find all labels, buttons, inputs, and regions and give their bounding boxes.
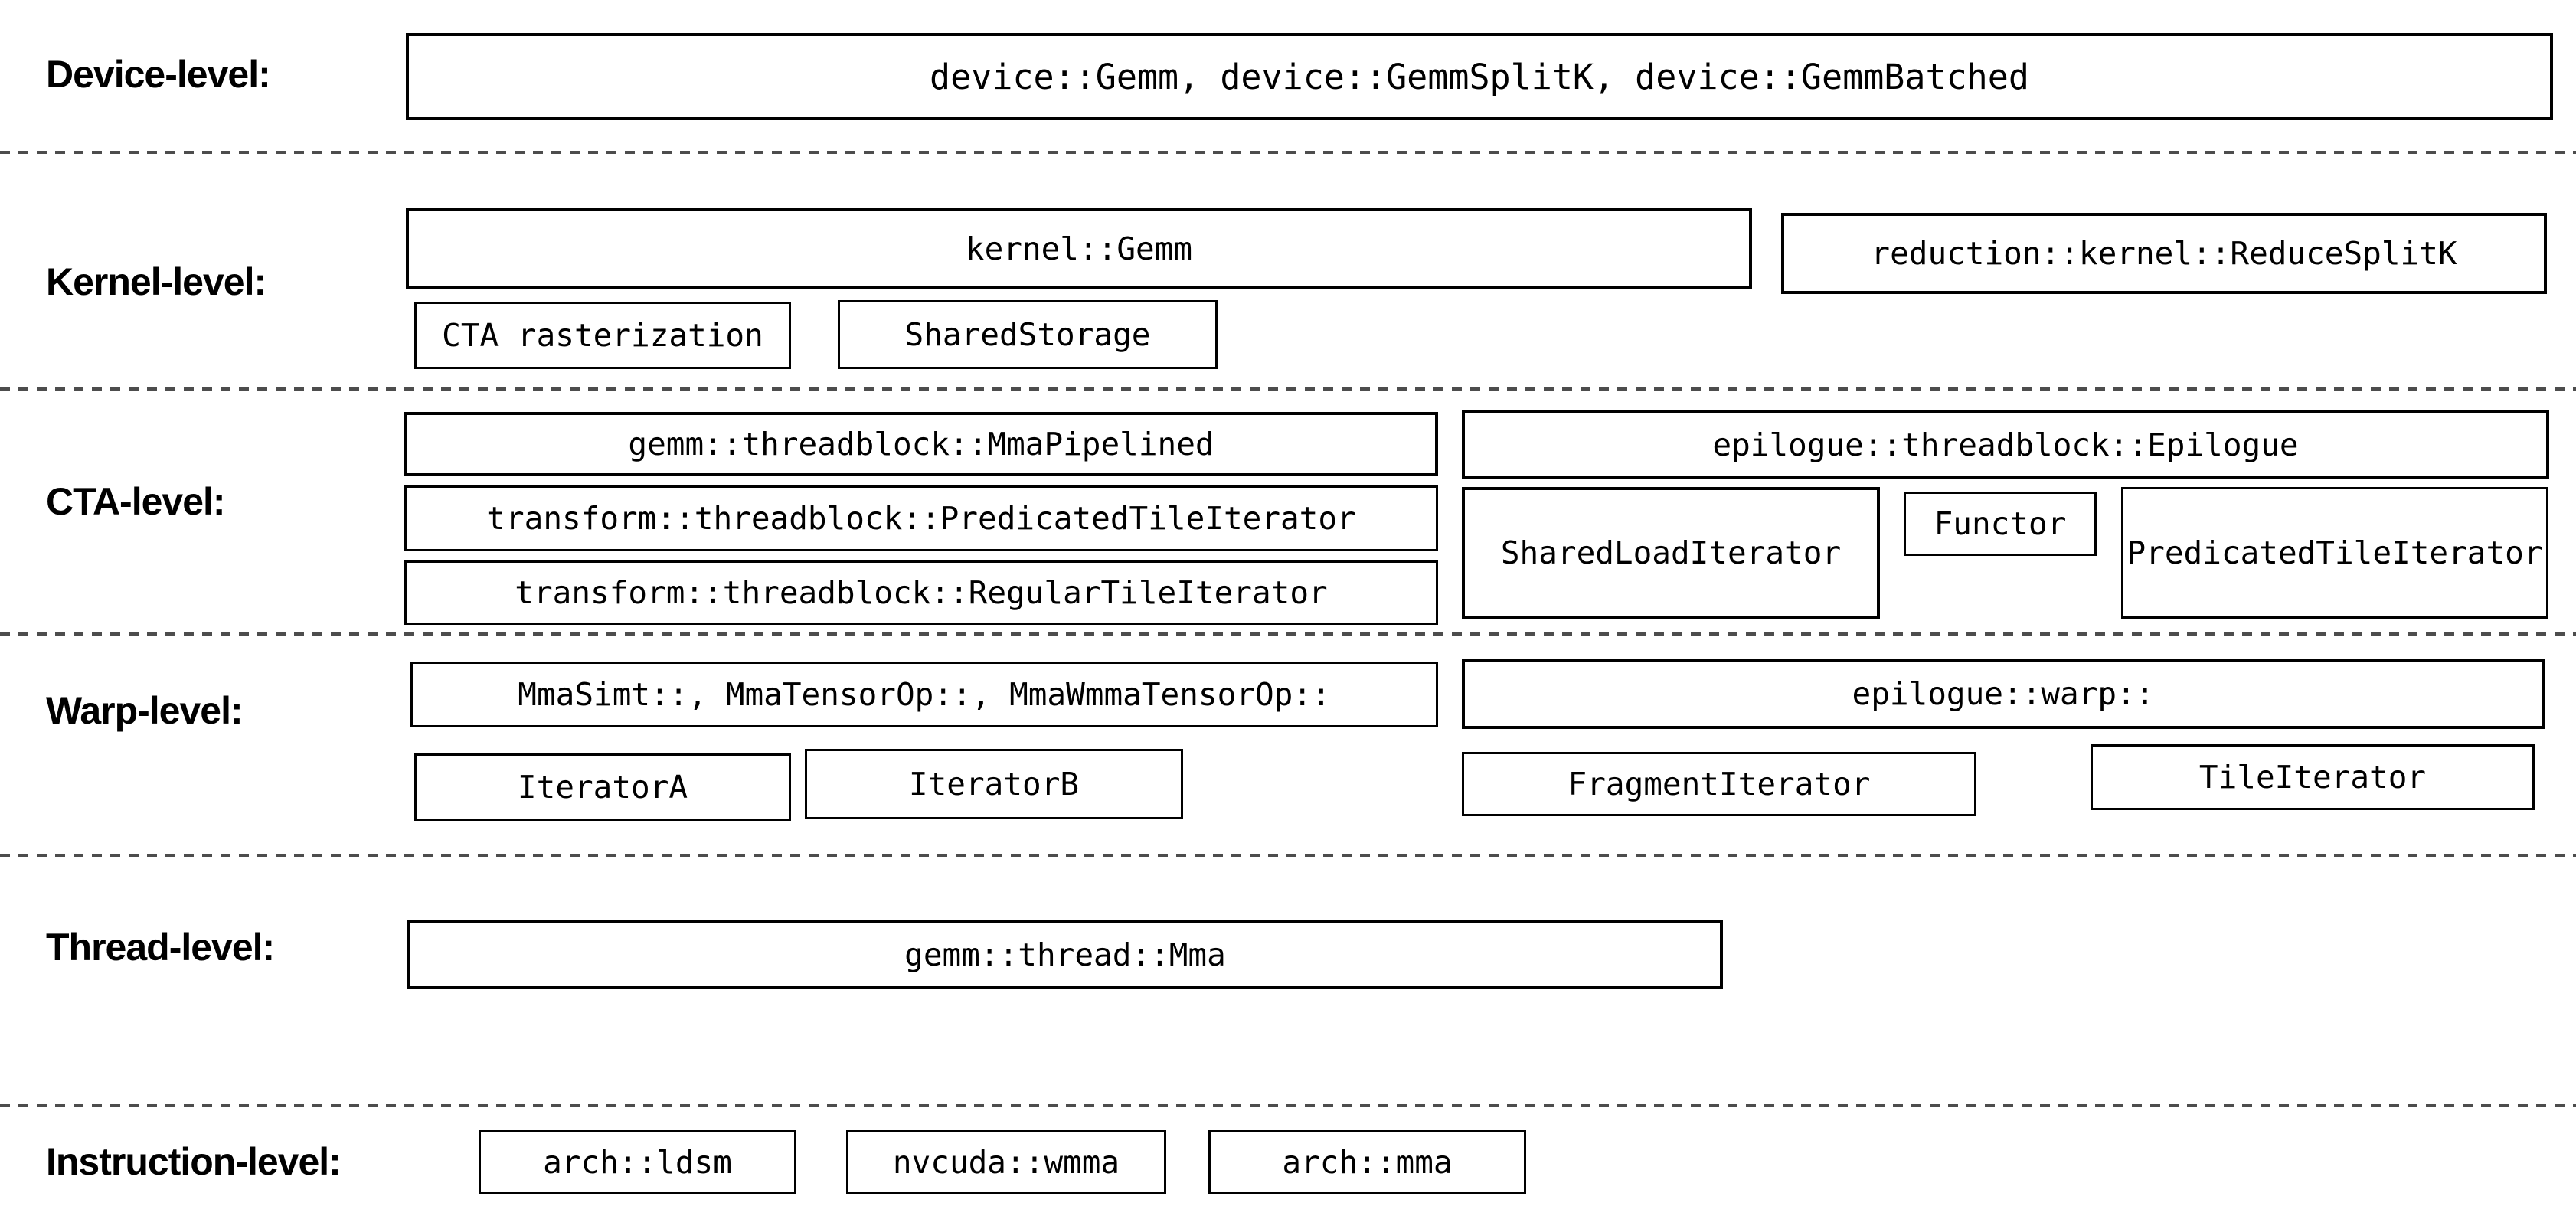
- box-warp-mma: MmaSimt::, MmaTensorOp::, MmaWmmaTensorO…: [410, 662, 1438, 727]
- level-label-warp: Warp-level:: [46, 689, 244, 732]
- level-separator-4: [0, 854, 2576, 857]
- box-cta-rasterization: CTA rasterization: [414, 302, 791, 369]
- box-epilogue-threadblock: epilogue::threadblock::Epilogue: [1462, 410, 2549, 479]
- box-iterator-a: IteratorA: [414, 753, 791, 821]
- box-iterator-b: IteratorB: [805, 749, 1183, 819]
- box-predicated-tile-iterator-epilogue: PredicatedTileIterator: [2121, 487, 2548, 619]
- box-functor: Functor: [1904, 492, 2097, 556]
- box-nvcuda-wmma: nvcuda::wmma: [846, 1130, 1166, 1194]
- level-separator-1: [0, 151, 2576, 154]
- box-epilogue-warp: epilogue::warp::: [1462, 659, 2545, 729]
- box-shared-storage: SharedStorage: [838, 300, 1218, 369]
- box-thread-mma: gemm::thread::Mma: [407, 920, 1723, 989]
- box-kernel-gemm: kernel::Gemm: [406, 208, 1752, 289]
- box-arch-ldsm: arch::ldsm: [479, 1130, 796, 1194]
- level-label-cta: CTA-level:: [46, 480, 226, 523]
- box-reduce-splitk: reduction::kernel::ReduceSplitK: [1781, 213, 2547, 294]
- box-arch-mma: arch::mma: [1208, 1130, 1526, 1194]
- level-label-instruction: Instruction-level:: [46, 1140, 342, 1183]
- box-device-gemm: device::Gemm, device::GemmSplitK, device…: [406, 33, 2553, 120]
- level-separator-2: [0, 387, 2576, 391]
- level-separator-5: [0, 1104, 2576, 1107]
- level-label-kernel: Kernel-level:: [46, 260, 266, 303]
- box-regular-tile-iterator: transform::threadblock::RegularTileItera…: [404, 560, 1438, 625]
- level-label-thread: Thread-level:: [46, 926, 275, 969]
- box-tile-iterator: TileIterator: [2091, 744, 2535, 810]
- level-separator-3: [0, 632, 2576, 636]
- box-fragment-iterator: FragmentIterator: [1462, 752, 1976, 816]
- box-mma-pipelined: gemm::threadblock::MmaPipelined: [404, 412, 1438, 476]
- box-predicated-tile-iterator-threadblock: transform::threadblock::PredicatedTileIt…: [404, 485, 1438, 551]
- level-label-device: Device-level:: [46, 53, 271, 96]
- box-shared-load-iterator: SharedLoadIterator: [1462, 487, 1880, 619]
